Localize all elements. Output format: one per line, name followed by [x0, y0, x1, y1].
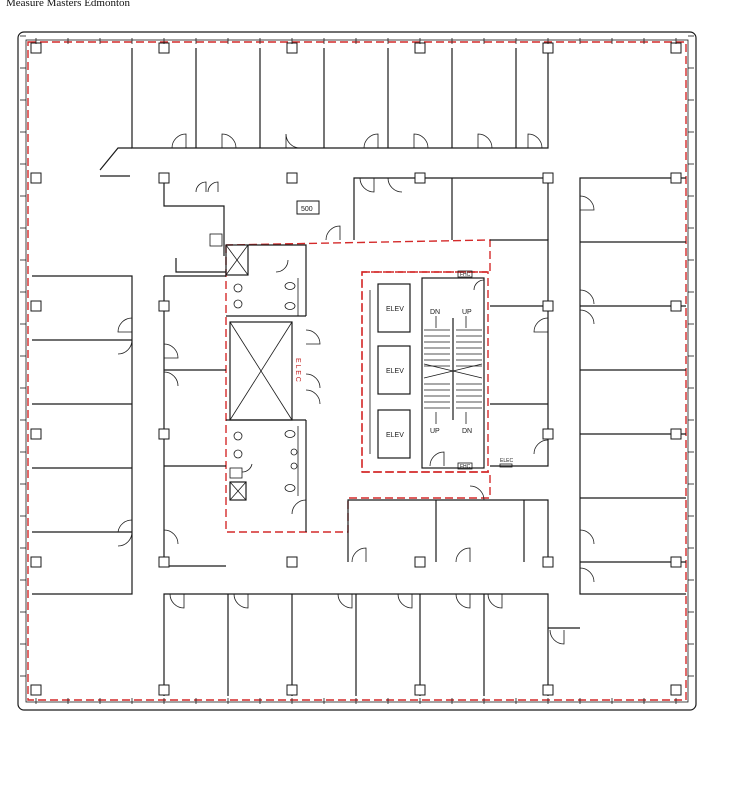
electrical-closet-label: ELEC [500, 458, 513, 464]
structural-column [30, 556, 42, 568]
elevator-label: ELEV [386, 306, 404, 313]
toilet-fixtures [233, 278, 299, 496]
top-door-swings [171, 133, 543, 149]
stair-down-label: DN [430, 309, 440, 316]
structural-column [542, 300, 554, 312]
structural-column [158, 556, 170, 568]
structural-column [30, 42, 42, 54]
structural-column [670, 684, 682, 696]
structural-column [670, 300, 682, 312]
exterior-wall [17, 31, 697, 711]
structural-column [414, 684, 426, 696]
structural-column [158, 172, 170, 184]
building-core [225, 244, 321, 532]
structural-column [158, 684, 170, 696]
structural-column [414, 42, 426, 54]
elevator-label: ELEV [386, 432, 404, 439]
structural-column [30, 428, 42, 440]
electrical-room-label: E L E C [294, 358, 301, 382]
structural-column [670, 428, 682, 440]
inner-bottom-offices [347, 485, 549, 563]
rentable-area-boundary [27, 41, 687, 701]
structural-column [158, 428, 170, 440]
structural-column [670, 556, 682, 568]
top-offices [99, 48, 549, 177]
structural-column [286, 684, 298, 696]
structural-column [286, 172, 298, 184]
structural-column [30, 684, 42, 696]
right-offices [490, 177, 686, 595]
fire-hose-cabinet-label: FHC [460, 464, 471, 470]
structural-column [542, 428, 554, 440]
structural-column [30, 300, 42, 312]
fire-hose-cabinet [457, 462, 473, 470]
window-mullions [20, 35, 694, 704]
structural-column [158, 300, 170, 312]
structural-column [542, 556, 554, 568]
elevator-bank [369, 283, 411, 459]
structural-column [414, 172, 426, 184]
left-door-swings [117, 317, 179, 547]
structural-column [414, 556, 426, 568]
suite-number-box [296, 200, 320, 215]
left-offices [32, 275, 226, 595]
elevator-label: ELEV [386, 368, 404, 375]
service-rooms [163, 178, 226, 273]
suite-number: 500 [301, 206, 313, 213]
stairwell [421, 277, 485, 469]
stair-down-label: DN [462, 428, 472, 435]
bottom-offices [163, 593, 580, 696]
inner-top-offices [325, 177, 549, 241]
fire-hose-cabinet [457, 270, 473, 278]
stair-up-label: UP [430, 428, 440, 435]
right-door-swings [533, 195, 595, 583]
structural-column [542, 172, 554, 184]
structural-column [542, 42, 554, 54]
structural-column [286, 42, 298, 54]
structural-column [286, 556, 298, 568]
structural-column [542, 684, 554, 696]
fire-hose-cabinet-label: FHC [460, 272, 471, 278]
electrical-panel [499, 463, 513, 468]
structural-column [30, 172, 42, 184]
bottom-door-swings [169, 593, 565, 645]
structural-column [670, 42, 682, 54]
company-title: Measure Masters Edmonton [6, 0, 131, 9]
structural-column [670, 172, 682, 184]
stair-up-label: UP [462, 309, 472, 316]
structural-column [158, 42, 170, 54]
structural-columns [30, 42, 682, 696]
